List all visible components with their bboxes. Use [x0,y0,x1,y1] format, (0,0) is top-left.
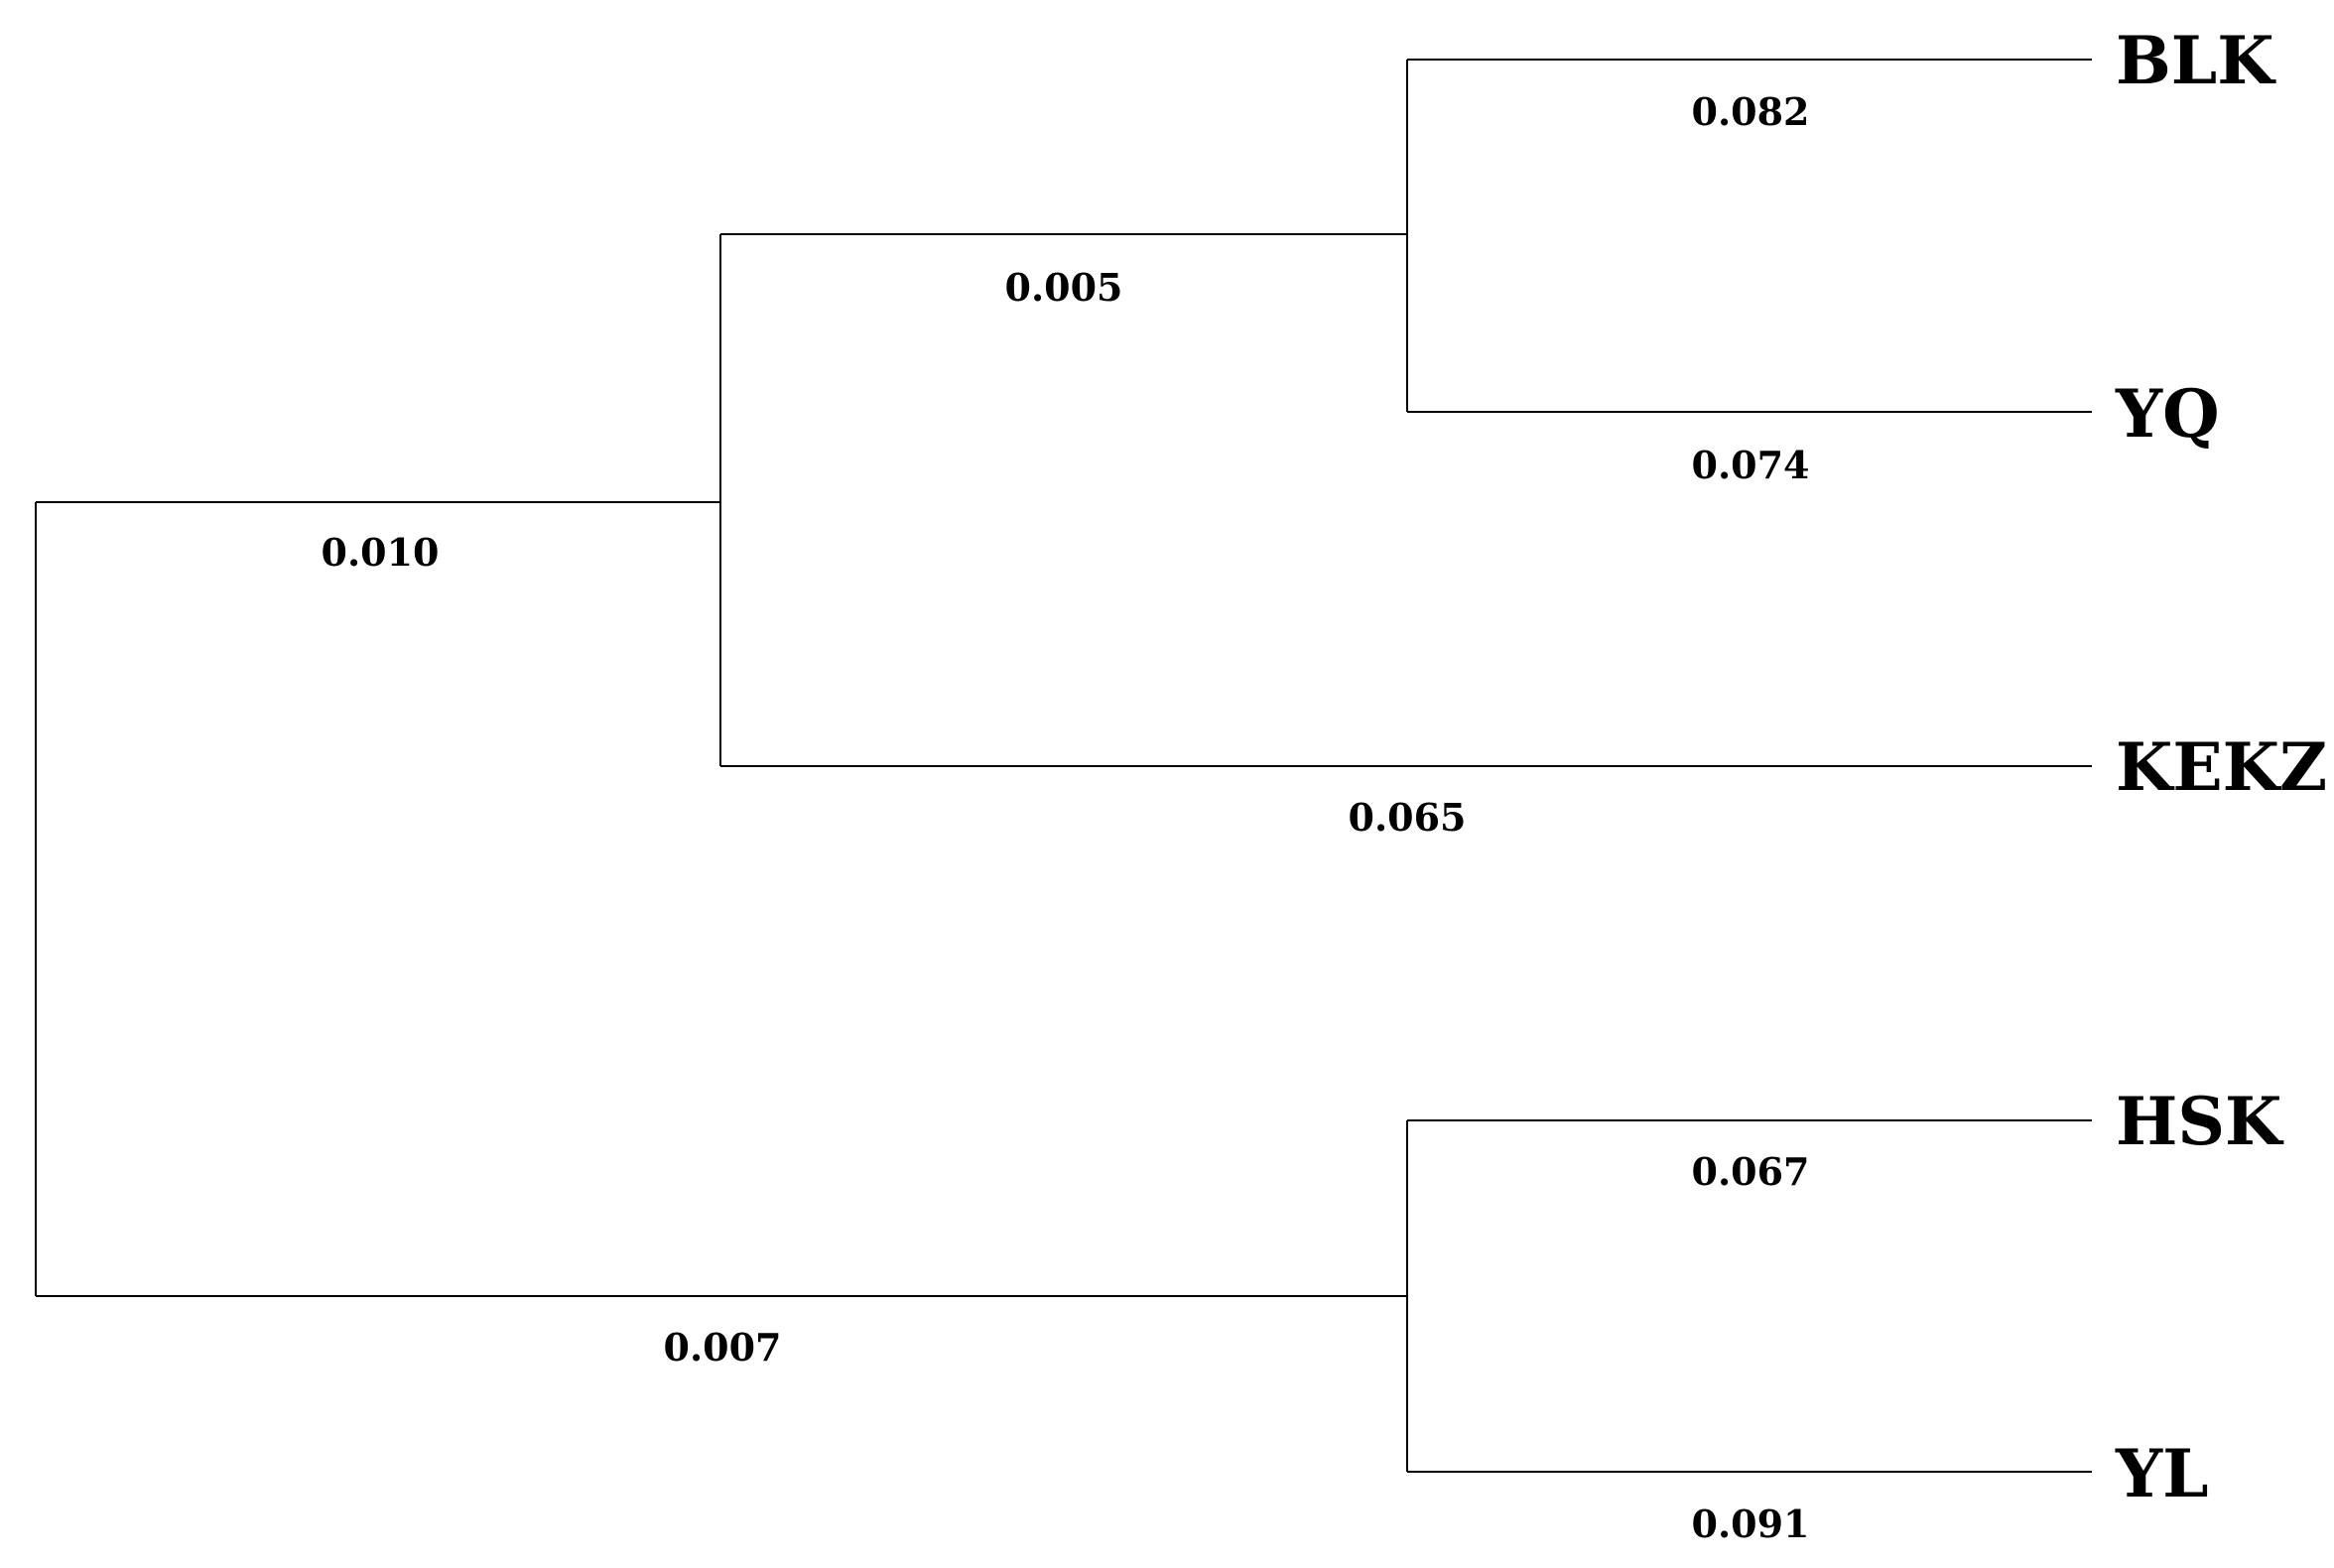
leaf-label-hsk: HSK [2116,1083,2284,1160]
leaf-label-yq: YQ [2115,375,2220,453]
yq-branch-length: 0.074 [1692,443,1810,487]
leaf-label-blk: BLK [2116,22,2276,99]
lower-clade-branch-length: 0.007 [664,1325,782,1370]
leaf-label-yl: YL [2115,1435,2209,1512]
blk-branch-length: 0.082 [1692,89,1810,134]
hsk-branch-length: 0.067 [1692,1149,1810,1194]
yl-branch-length: 0.091 [1692,1502,1810,1546]
leaf-label-kekz: KEKZ [2116,728,2327,806]
kekz-branch-length: 0.065 [1349,795,1467,840]
blk-yq-clade-branch-length: 0.005 [1005,265,1123,310]
upper-clade-branch-length: 0.010 [322,530,440,575]
